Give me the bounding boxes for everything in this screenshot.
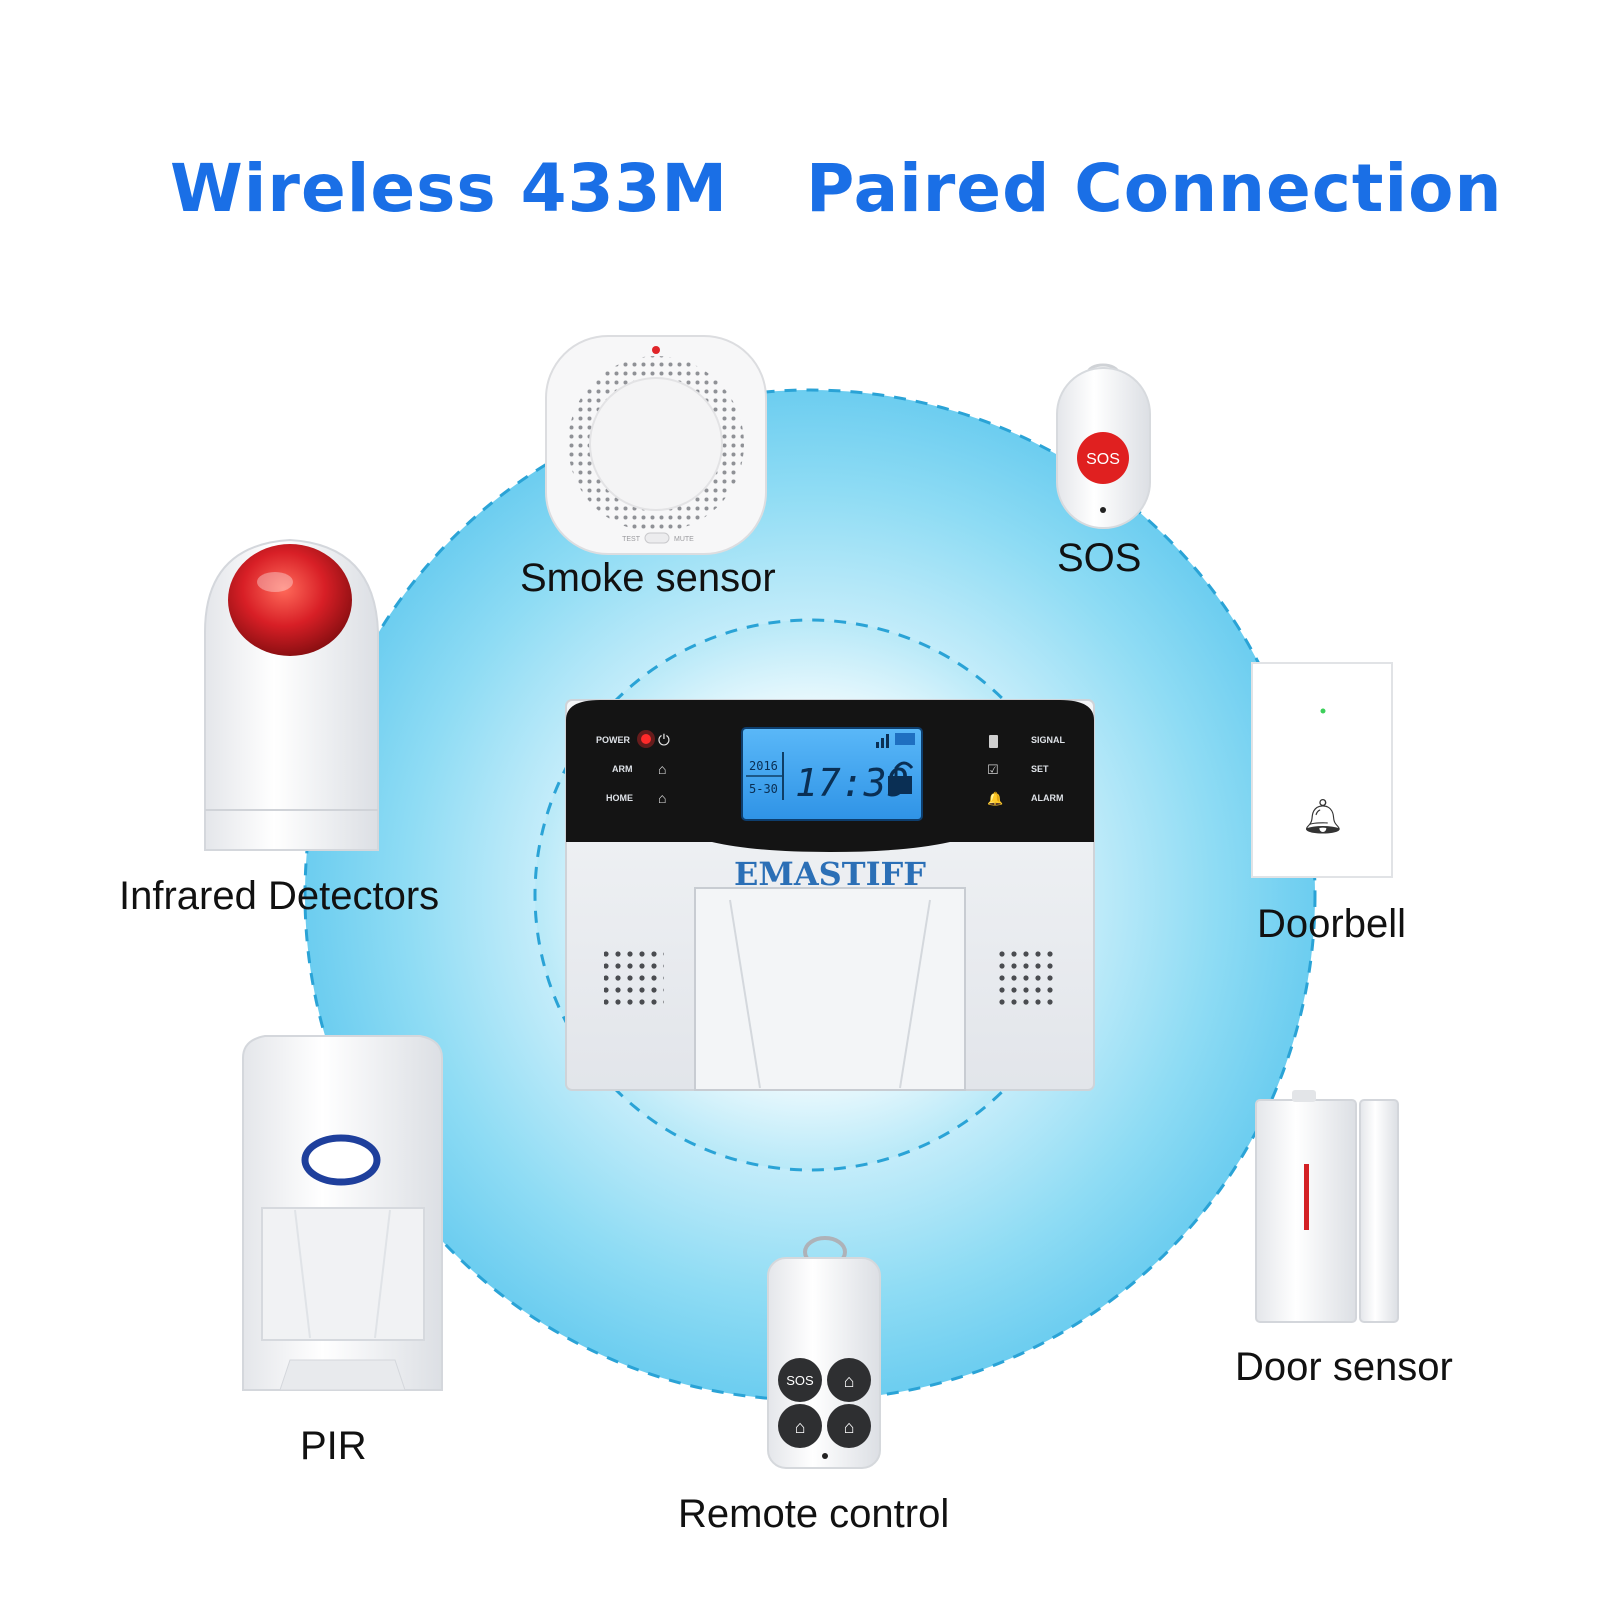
remote-home-icon: ⌂	[844, 1417, 855, 1437]
remote-arm-icon: ⌂	[844, 1371, 855, 1391]
power-symbol-icon: ⏻	[658, 732, 670, 749]
unlock-icon	[888, 761, 914, 794]
label-door-sensor: Door sensor	[1235, 1345, 1453, 1389]
label-infrared-detectors: Infrared Detectors	[119, 874, 440, 918]
siren-strobe-device	[204, 538, 379, 851]
label-pir: PIR	[300, 1424, 367, 1468]
lcd-date-day: 5-30	[749, 782, 778, 796]
sos-button-label: SOS	[1086, 451, 1120, 468]
signal-bars-icon	[876, 734, 889, 748]
lcd-screen	[741, 727, 923, 821]
remote-sos-key	[778, 1358, 822, 1402]
signal-battery-icon	[989, 735, 998, 748]
pir-led-ring	[301, 1134, 381, 1186]
power-led-icon	[641, 734, 651, 744]
sos-red-button	[1077, 432, 1129, 484]
smoke-mute-label: MUTE	[674, 536, 694, 543]
label-doorbell: Doorbell	[1257, 902, 1406, 946]
remote-arm-key	[827, 1358, 871, 1402]
set-check-icon: ☑	[987, 762, 999, 777]
arm-house-icon: ⌂	[658, 761, 666, 777]
panel-brand-logo: EMASTIFF	[734, 855, 926, 893]
label-smoke-sensor: Smoke sensor	[520, 556, 776, 600]
doorbell-bell-icon: 🔔︎	[1301, 798, 1344, 836]
door-sensor-device	[1255, 1090, 1399, 1323]
panel-label-signal: SIGNAL	[1031, 735, 1066, 745]
sos-pendant-device: SOS	[1056, 363, 1151, 529]
door-sensor-led	[1304, 1164, 1309, 1230]
remote-control-device: SOS ⌂ ⌂ ⌂	[767, 1236, 881, 1469]
panel-label-arm: ARM	[612, 764, 633, 774]
panel-label-home: HOME	[606, 793, 633, 803]
smoke-test-label: TEST	[622, 536, 641, 543]
remote-disarm-icon: ⌂	[795, 1417, 806, 1437]
remote-home-key	[827, 1404, 871, 1448]
label-remote-control: Remote control	[678, 1492, 950, 1536]
smoke-sensor-device: TEST MUTE	[545, 335, 767, 555]
label-sos: SOS	[1057, 536, 1142, 580]
alarm-control-panel: 17:39 2016 5-30 POWER ARM HOME ⏻ ⌂ ⌂ ☑ 🔔…	[565, 699, 1095, 1091]
home-house-icon: ⌂	[658, 790, 666, 806]
alarm-bell-icon: 🔔	[987, 791, 1003, 806]
pir-motion-detector-device	[242, 1035, 443, 1391]
panel-label-power: POWER	[596, 735, 631, 745]
smoke-led-icon	[652, 346, 660, 354]
headline-paired-connection: Paired Connection	[806, 150, 1503, 227]
doorbell-device: 🔔︎	[1251, 662, 1393, 878]
panel-label-set: SET	[1031, 764, 1049, 774]
headline-wireless: Wireless 433M	[170, 150, 729, 227]
panel-label-alarm: ALARM	[1031, 793, 1064, 803]
lcd-battery-icon	[895, 733, 915, 745]
lcd-date-year: 2016	[749, 759, 778, 773]
speaker-left	[604, 948, 664, 1008]
remote-disarm-key	[778, 1404, 822, 1448]
remote-sos-key-label: SOS	[786, 1373, 814, 1388]
speaker-right	[996, 948, 1056, 1008]
